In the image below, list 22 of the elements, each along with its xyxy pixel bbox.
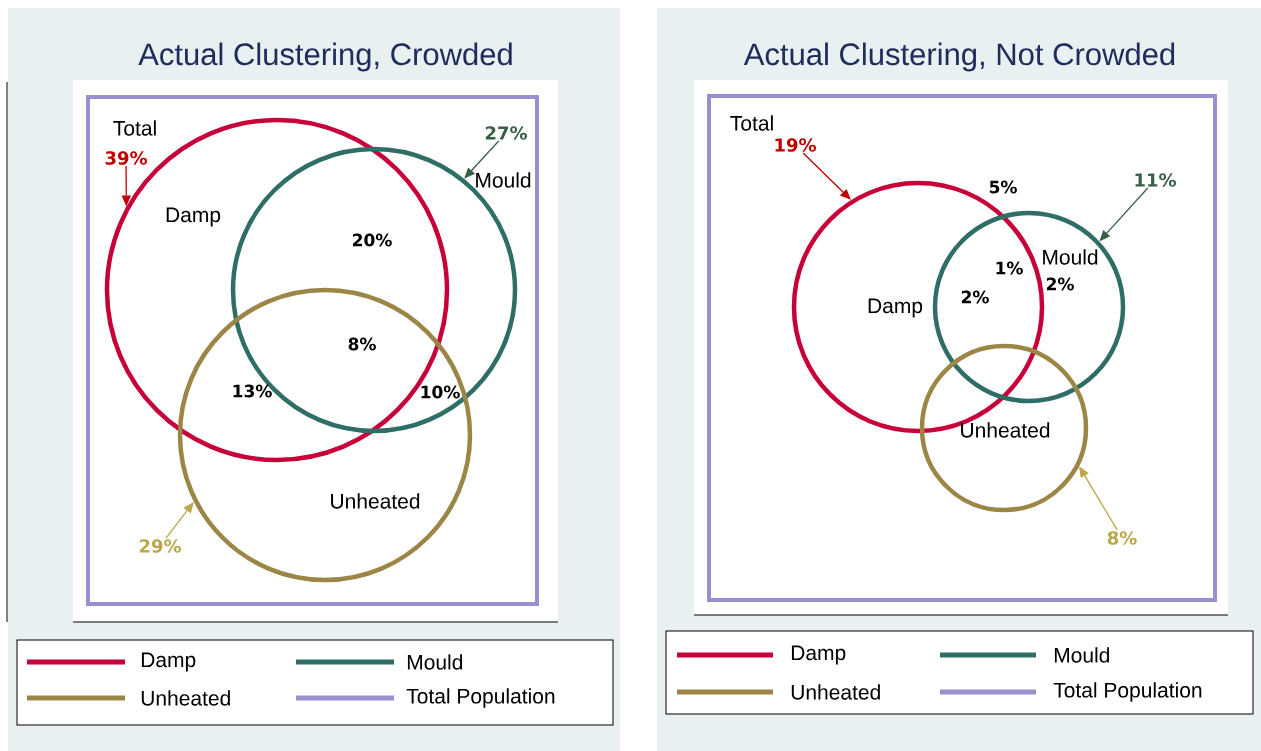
region-percentage: 2% bbox=[1046, 277, 1074, 291]
region-percentage: 13% bbox=[233, 384, 272, 398]
arrow bbox=[464, 140, 500, 179]
percentage-label: 27% bbox=[485, 126, 527, 140]
percentage-label: 8% bbox=[1107, 531, 1137, 545]
legend-item: Damp bbox=[27, 652, 196, 672]
legend-item: Mould bbox=[940, 647, 1110, 663]
legend-item: Unheated bbox=[27, 690, 230, 706]
region-percentage: 1% bbox=[996, 261, 1023, 275]
legend-item: Damp bbox=[677, 645, 846, 665]
percentage-label: 11% bbox=[1135, 173, 1176, 187]
region-percentage: 2% bbox=[961, 290, 989, 304]
legend-item: Total Population bbox=[940, 682, 1202, 702]
percentage-label: 19% bbox=[775, 138, 816, 152]
region-percentage: 8% bbox=[348, 337, 376, 351]
region-percentage: 5% bbox=[989, 180, 1017, 194]
legend-item: Unheated bbox=[677, 684, 880, 700]
percentage-label: 39% bbox=[105, 151, 147, 165]
legend-item: Mould bbox=[296, 654, 463, 670]
region-percentage: 10% bbox=[421, 385, 460, 399]
legend-item: Total Population bbox=[296, 688, 555, 708]
region-percentage: 20% bbox=[353, 233, 392, 247]
